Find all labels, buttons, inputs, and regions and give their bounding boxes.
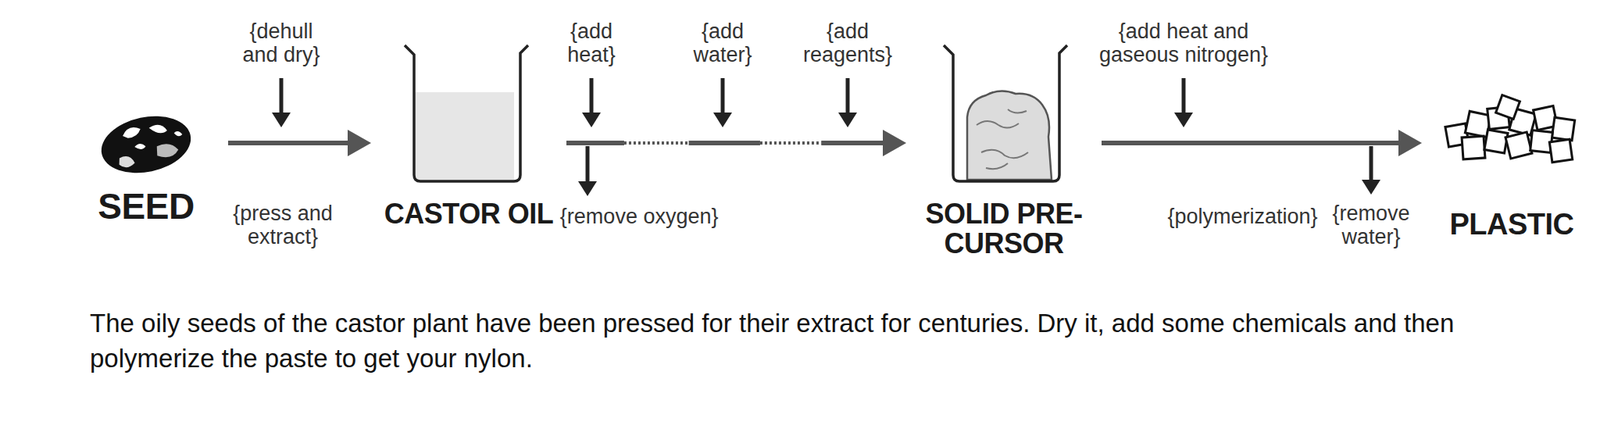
process-arrows xyxy=(271,78,1381,197)
step-note: {add heat} xyxy=(560,19,623,67)
stage-label: PLASTIC xyxy=(1429,209,1594,241)
step-note: {press and extract} xyxy=(224,201,342,249)
step-note: {dehull and dry} xyxy=(230,19,333,67)
process-stage: SOLID PRE-CURSOR xyxy=(914,31,1094,259)
step-note: {remove oxygen} xyxy=(560,204,719,229)
stage-label: SEED xyxy=(71,187,221,225)
flow-arrow xyxy=(1101,129,1422,157)
beaker-solid xyxy=(943,45,1068,182)
step-note: {remove water} xyxy=(1324,201,1418,249)
stage-label: CASTOR OIL xyxy=(378,199,559,229)
process-stage: PLASTIC xyxy=(1429,31,1594,241)
stage-label: SOLID PRE-CURSOR xyxy=(914,199,1094,259)
step-note: {polymerization} xyxy=(1167,204,1318,229)
beaker-oil xyxy=(404,45,529,182)
step-note: {add water} xyxy=(687,19,758,67)
seed-icon xyxy=(96,108,197,182)
flow-arrow xyxy=(228,129,372,157)
caption: The oily seeds of the castor plant have … xyxy=(89,306,1520,376)
step-note: {add heat and gaseous nitrogen} xyxy=(1088,19,1280,67)
process-stage: SEED xyxy=(71,31,221,225)
flow-arrow xyxy=(566,129,907,157)
plastic-pellets xyxy=(1445,95,1575,163)
process-stage: CASTOR OIL xyxy=(378,31,559,229)
step-note: {add reagents} xyxy=(796,19,899,67)
